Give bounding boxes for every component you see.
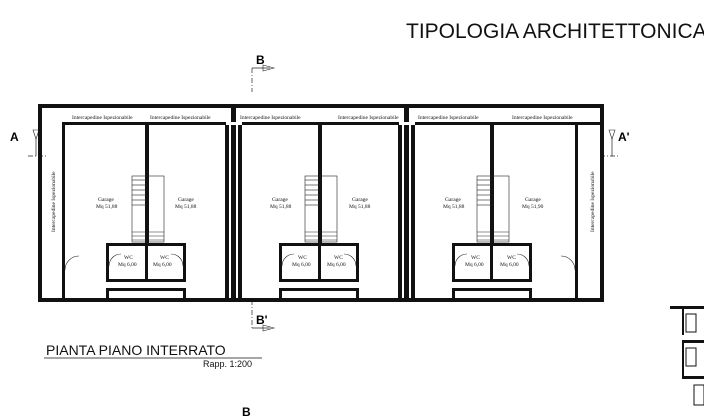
intercapedine-label-right: Intercapedine Ispezionabile [590,171,596,232]
garage-label-u3-right: Garage [525,197,541,203]
wc-area-u2-left: Mq 6,00 [292,262,311,268]
garage-label-u2-left: Garage [272,197,288,203]
intercapedine-label-3: Intercapedine Ispezionabile [240,115,301,121]
unit-2: Garage Mq 51,88 Garage Mq 51,88 WC Mq 6,… [270,125,371,298]
section-b-next-label: B [242,405,251,416]
garage-label-u3-left: Garage [445,197,461,203]
scale-label: Rapp. 1:200 [203,359,252,369]
wc-label-u2-right: WC [334,255,343,261]
unit-1: Garage Mq 51,88 Garage Mq 51,88 WC Mq 6,… [64,125,197,298]
section-a-left-label: A [10,130,19,144]
section-mark-a-right: A' [600,129,630,157]
wc-label-u3-left: WC [471,255,480,261]
intercapedine-label-5: Intercapedine Ispezionabile [418,115,479,121]
section-mark-a-left: A [10,129,46,157]
wc-area-u1-left: Mq 6,00 [118,262,137,268]
section-b-top-label: B [256,53,265,67]
wc-area-u1-right: Mq 6,00 [153,262,172,268]
garage-area-u3-left: Mq 51,88 [443,204,465,210]
garage-area-u3-right: Mq 51,90 [522,204,544,210]
wc-area-u3-right: Mq 6,00 [500,262,519,268]
section-b-bottom-label: B' [256,313,268,327]
adjacent-drawing-fragment [670,306,704,406]
intercapedine-labels: Intercapedine Ispezionabile Intercapedin… [51,115,596,232]
intercapedine-label-4: Intercapedine Ispezionabile [338,115,399,121]
garage-label-u2-right: Garage [352,197,368,203]
garage-area-u1-left: Mq 51,88 [96,204,118,210]
wc-label-u1-right: WC [160,255,169,261]
intercapedine-label-2: Intercapedine Ispezionabile [150,115,211,121]
plan-label: PIANTA PIANO INTERRATO [46,342,226,358]
section-a-right-label: A' [618,130,630,144]
intercapedine-label-6: Intercapedine Ispezionabile [512,115,573,121]
intercapedine-label-left: Intercapedine Ispezionabile [51,171,57,232]
wc-area-u3-left: Mq 6,00 [465,262,484,268]
wc-label-u3-right: WC [507,255,516,261]
garage-label-u1-right: Garage [178,197,194,203]
intercapedine-label-1: Intercapedine Ispezionabile [72,115,133,121]
garage-label-u1-left: Garage [98,197,114,203]
section-mark-b-bottom: B' [251,300,276,332]
wc-area-u2-right: Mq 6,00 [327,262,346,268]
drawing-title: TIPOLOGIA ARCHITETTONICA [406,20,704,43]
outer-walls [38,104,604,302]
garage-area-u1-right: Mq 51,88 [175,204,197,210]
wc-label-u1-left: WC [124,255,133,261]
section-mark-b-top: B [251,53,276,92]
unit-3: Garage Mq 51,88 Garage Mq 51,90 WC Mq 6,… [443,125,576,298]
garage-area-u2-right: Mq 51,88 [349,204,371,210]
garage-area-u2-left: Mq 51,88 [270,204,292,210]
wc-label-u2-left: WC [298,255,307,261]
